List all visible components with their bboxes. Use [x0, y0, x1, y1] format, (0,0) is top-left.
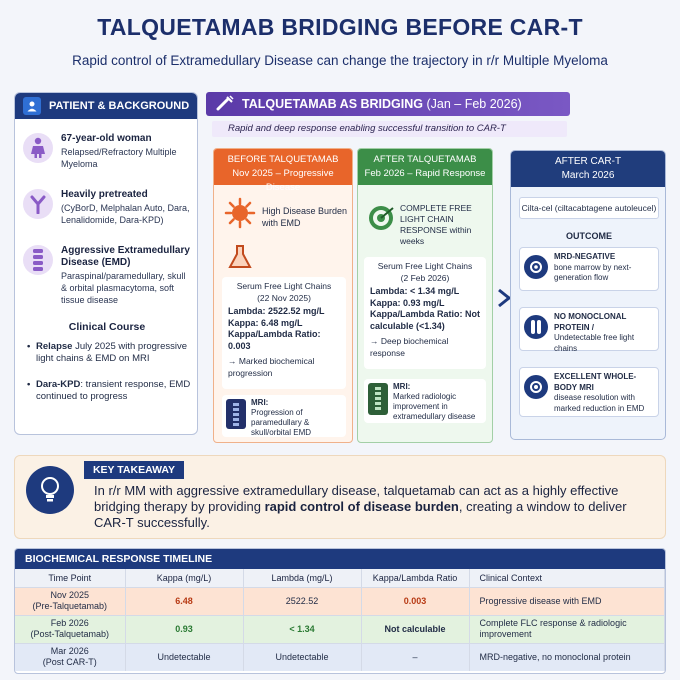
- woman-icon: [23, 133, 53, 163]
- bridging-banner: TALQUETAMAB AS BRIDGING (Jan – Feb 2026): [206, 92, 570, 116]
- mri-scan-icon: [225, 398, 247, 434]
- context-cell: Complete FLC response & radiologic impro…: [469, 614, 665, 643]
- cell-icon: [524, 255, 548, 279]
- before-talquetamab-panel: BEFORE TALQUETAMAB Nov 2025 – Progressiv…: [213, 148, 353, 443]
- patient-item-text: 67-year-old woman Relapsed/Refractory Mu…: [61, 133, 177, 169]
- lambda-value: Lambda: < 1.34 mg/L: [370, 286, 460, 296]
- person-icon: [23, 97, 41, 115]
- ratio-cell: 0.003: [361, 586, 470, 615]
- mri-text: Marked radiologic improvement in extrame…: [393, 392, 476, 421]
- ratio-cell: Not calculable: [361, 614, 470, 643]
- cart-header: AFTER CAR-T March 2026: [511, 151, 665, 187]
- bridging-range: (Jan – Feb 2026): [423, 97, 522, 111]
- virus-icon: [224, 197, 256, 234]
- after-cart-panel: AFTER CAR-T March 2026 Cilta-cel (ciltac…: [510, 150, 666, 440]
- lambda-cell: Undetectable: [243, 642, 362, 671]
- ratio-value: Kappa/Lambda Ratio: Not calculable (<1.3…: [370, 309, 481, 331]
- after-header: AFTER TALQUETAMAB Feb 2026 – Rapid Respo…: [358, 149, 492, 185]
- response-text: COMPLETE FREE LIGHT CHAIN RESPONSE withi…: [400, 203, 472, 246]
- lambda-value: Lambda: 2522.52 mg/L: [228, 306, 325, 316]
- table-header-row: Time Point Kappa (mg/L) Lambda (mg/L) Ka…: [15, 569, 665, 587]
- ratio-cell: –: [361, 642, 470, 671]
- lightbulb-icon: [26, 466, 74, 514]
- column-header: Clinical Context: [469, 569, 665, 587]
- flc-title: Serum Free Light Chains: [236, 281, 332, 291]
- patient-header: PATIENT & BACKGROUND: [15, 93, 197, 119]
- after-talquetamab-panel: AFTER TALQUETAMAB Feb 2026 – Rapid Respo…: [357, 148, 493, 443]
- test-tube-icon: [524, 315, 548, 339]
- ratio-value: Kappa/Lambda Ratio: 0.003: [228, 329, 321, 351]
- target-icon: [366, 203, 396, 238]
- patient-item-text: Heavily pretreated (CyBorD, Melphalan Au…: [61, 189, 190, 225]
- before-header: BEFORE TALQUETAMAB Nov 2025 – Progressiv…: [214, 149, 352, 193]
- flc-title: Serum Free Light Chains: [377, 261, 473, 271]
- arrow-right-icon: [497, 288, 512, 308]
- context-cell: MRD-negative, no monoclonal protein: [469, 642, 665, 671]
- table-row: Mar 2026(Post CAR-T) Undetectable Undete…: [15, 642, 665, 671]
- kappa-cell: 0.93: [125, 614, 244, 643]
- mri-spine-icon: [367, 382, 389, 420]
- syringe-icon: [216, 94, 234, 114]
- mri-text: Progression of paramedullary & skull/orb…: [251, 408, 312, 437]
- outcome-label: OUTCOME: [566, 231, 612, 241]
- page-title: TALQUETAMAB BRIDGING BEFORE CAR-T: [97, 14, 583, 40]
- key-takeaway-text: In r/r MM with aggressive extramedullary…: [94, 483, 627, 530]
- timeline-header: BIOCHEMICAL RESPONSE TIMELINE: [15, 549, 665, 569]
- biochemical-timeline: BIOCHEMICAL RESPONSE TIMELINE Time Point…: [14, 548, 666, 674]
- time-point-cell: Mar 2026(Post CAR-T): [15, 642, 126, 671]
- after-mri-box: MRI: Marked radiologic improvement in ex…: [364, 379, 486, 423]
- table-row: Feb 2026(Post-Talquetamab) 0.93 < 1.34 N…: [15, 614, 665, 643]
- bridging-title: TALQUETAMAB AS BRIDGING: [242, 97, 424, 111]
- outcome-item: NO MONOCLONAL PROTEIN /Undetectable free…: [519, 307, 659, 353]
- flask-icon: [226, 243, 254, 276]
- kappa-value: Kappa: 0.93 mg/L: [370, 297, 445, 308]
- column-header: Lambda (mg/L): [243, 569, 362, 587]
- key-takeaway-label: KEY TAKEAWAY: [84, 461, 184, 479]
- clinical-course-item: Dara-KPD: transient response, EMD contin…: [27, 379, 193, 403]
- lambda-cell: < 1.34: [243, 614, 362, 643]
- cart-product: Cilta-cel (ciltacabtagene autoleucel): [519, 197, 659, 219]
- time-point-cell: Feb 2026(Post-Talquetamab): [15, 614, 126, 643]
- page-subtitle: Rapid control of Extramedullary Disease …: [72, 53, 608, 68]
- biochem-note: → Deep biochemical response: [370, 336, 449, 358]
- column-header: Kappa (mg/L): [125, 569, 244, 587]
- kappa-value: Kappa: 6.48 mg/L: [228, 317, 303, 328]
- patient-item-text: Aggressive Extramedullary Disease (EMD) …: [61, 245, 190, 305]
- timeline-table: Time Point Kappa (mg/L) Lambda (mg/L) Ka…: [15, 569, 665, 671]
- biochem-note: → Marked biochemical progression: [228, 356, 315, 378]
- patient-item: Aggressive Extramedullary Disease (EMD) …: [23, 245, 193, 306]
- before-flc-box: Serum Free Light Chains (22 Nov 2025) La…: [222, 277, 346, 389]
- table-row: Nov 2025(Pre-Talquetamab) 6.48 2522.52 0…: [15, 586, 665, 615]
- before-mri-box: MRI: Progression of paramedullary & skul…: [222, 395, 346, 437]
- patient-item: 67-year-old woman Relapsed/Refractory Mu…: [23, 133, 193, 170]
- flc-date: (22 Nov 2025): [257, 292, 311, 303]
- mri-label: MRI:: [393, 382, 411, 391]
- after-flc-box: Serum Free Light Chains (2 Feb 2026) Lam…: [364, 257, 486, 369]
- flc-date: (2 Feb 2026): [400, 272, 450, 283]
- column-header: Kappa/Lambda Ratio: [361, 569, 470, 587]
- clinical-course-title: Clinical Course: [68, 321, 146, 333]
- antibody-icon: [23, 189, 53, 219]
- patient-panel: PATIENT & BACKGROUND 67-year-old woman R…: [14, 92, 198, 435]
- context-cell: Progressive disease with EMD: [469, 586, 665, 615]
- bridging-subtitle: Rapid and deep response enabling success…: [212, 121, 567, 137]
- patient-item: Heavily pretreated (CyBorD, Melphalan Au…: [23, 189, 193, 226]
- mri-label: MRI:: [251, 398, 269, 407]
- kappa-cell: 6.48: [125, 586, 244, 615]
- mri-icon: [524, 375, 548, 399]
- lambda-cell: 2522.52: [243, 586, 362, 615]
- time-point-cell: Nov 2025(Pre-Talquetamab): [15, 586, 126, 615]
- clinical-course-item: Relapse July 2025 with progressive light…: [27, 341, 193, 365]
- column-header: Time Point: [15, 569, 126, 587]
- burden-text: High Disease Burden with EMD: [262, 206, 348, 228]
- kappa-cell: Undetectable: [125, 642, 244, 671]
- spine-icon: [23, 245, 53, 275]
- patient-header-label: PATIENT & BACKGROUND: [49, 100, 190, 112]
